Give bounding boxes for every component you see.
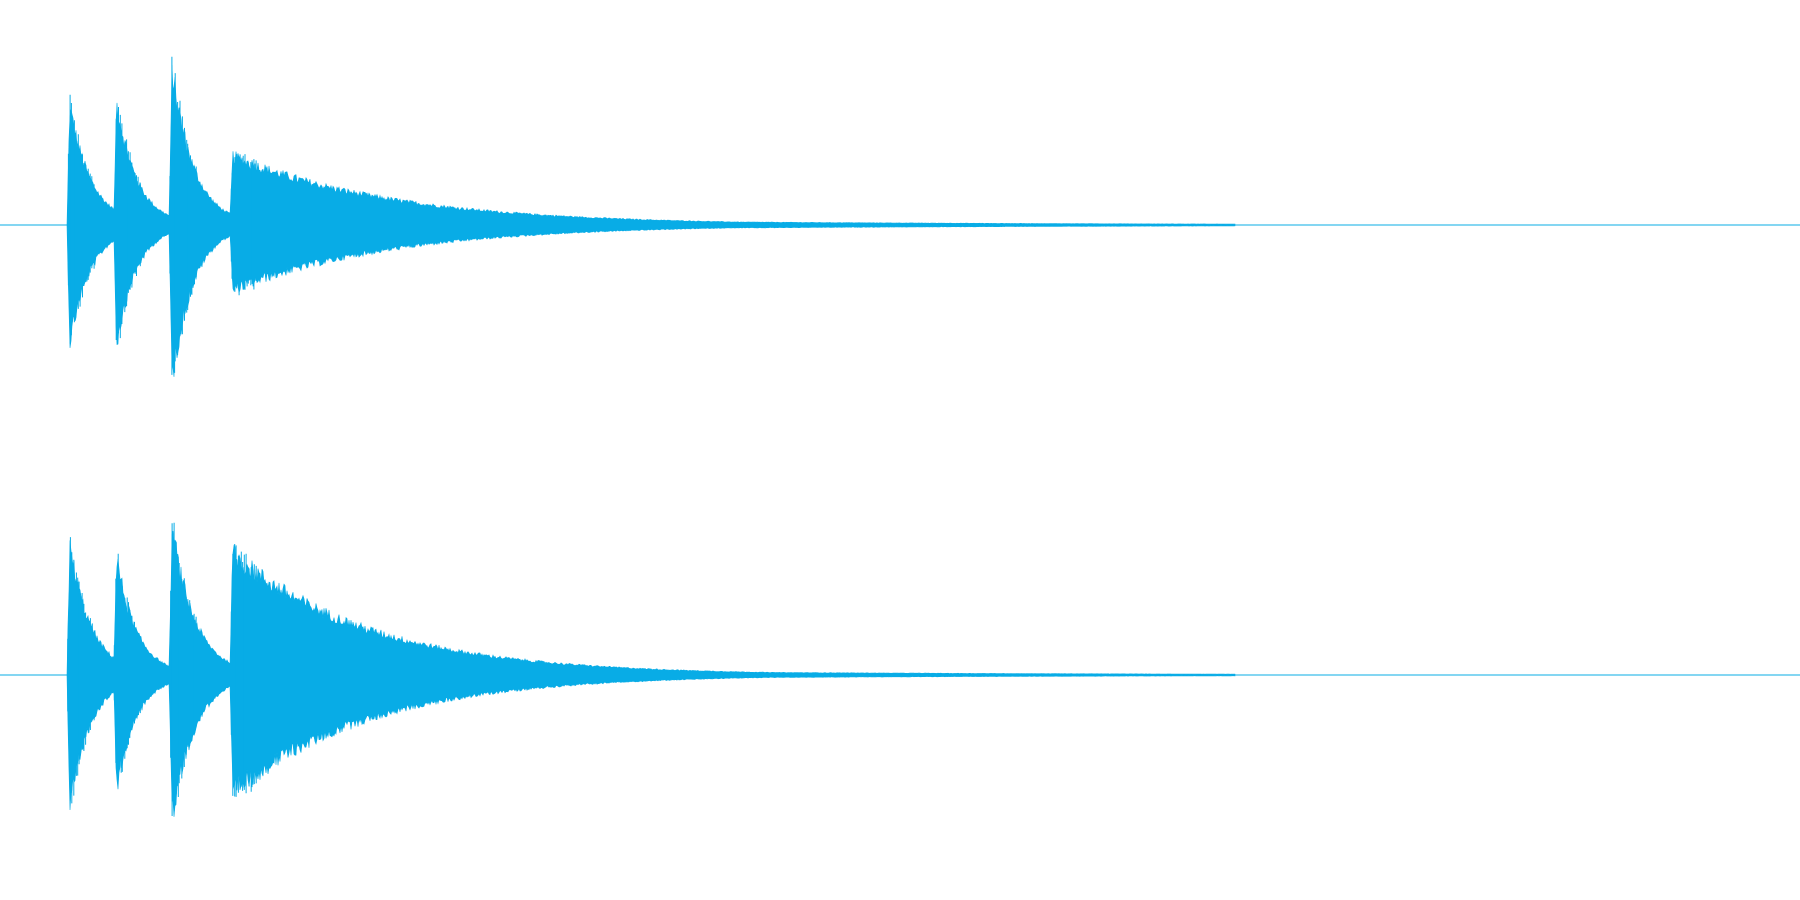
waveform-channel-1 [0, 56, 1800, 377]
waveform-signal [66, 530, 1236, 817]
waveform-signal [66, 65, 1236, 377]
waveform-channel-2 [0, 522, 1800, 817]
